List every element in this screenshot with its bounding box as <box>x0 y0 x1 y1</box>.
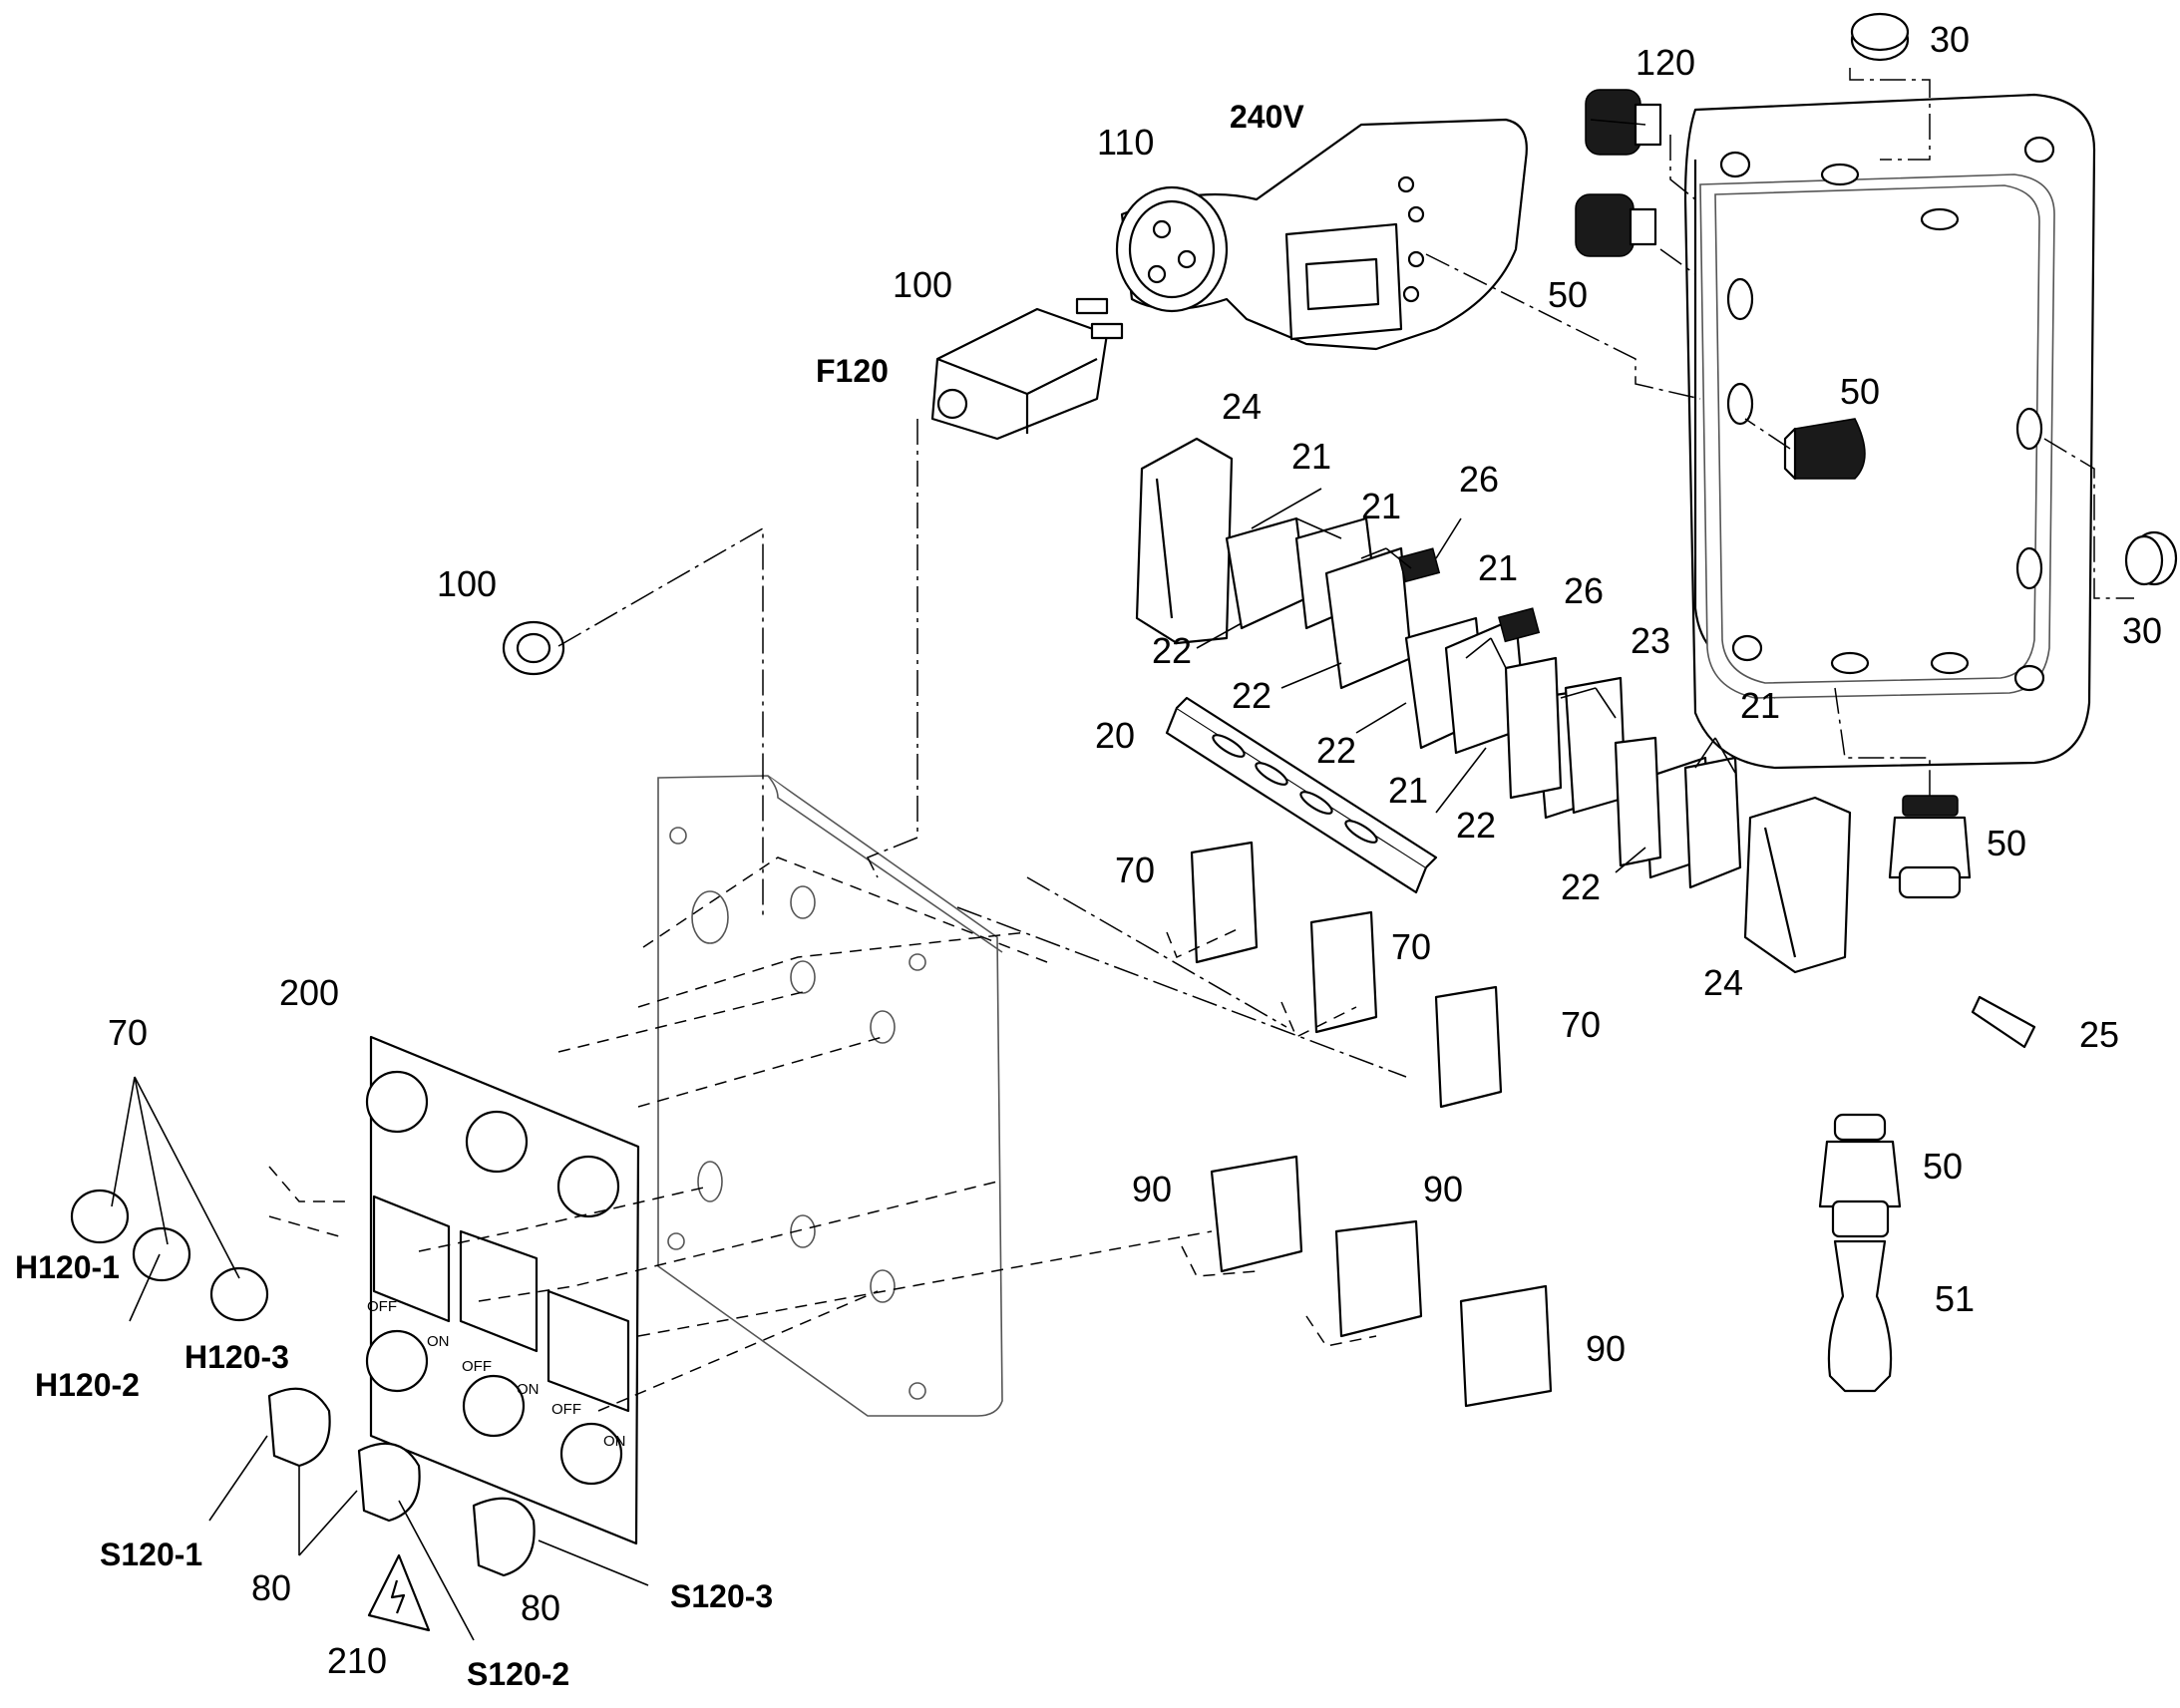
callout-21-b: 21 <box>1361 486 1401 526</box>
callout-21-a: 21 <box>1291 436 1331 477</box>
callout-h120-1: H120-1 <box>15 1249 120 1285</box>
leader-lines <box>111 119 1736 1641</box>
callout-30-right: 30 <box>2122 610 2162 651</box>
callout-110: 110 <box>1097 122 1154 163</box>
selector-knobs <box>267 1387 536 1577</box>
bridge-26 <box>1398 547 1541 643</box>
terminal-end-plate-22 <box>1504 656 1662 867</box>
callout-22-b: 22 <box>1232 675 1272 716</box>
terminal-end-clamp-24-left <box>1135 437 1234 645</box>
callout-h120-2: H120-2 <box>35 1367 140 1403</box>
cable-gland-50-center <box>1783 418 1866 481</box>
callout-22-c: 22 <box>1316 730 1356 771</box>
callout-f120: F120 <box>816 353 889 389</box>
cable-gland-50-bottom <box>1818 1113 1902 1238</box>
switch-off-label-1: OFF <box>367 1298 397 1315</box>
key-25 <box>1971 995 2036 1049</box>
cable-sleeve-51 <box>1827 1239 1893 1393</box>
callout-24-top: 24 <box>1222 386 1262 427</box>
callout-25: 25 <box>2079 1014 2119 1055</box>
terminal-end-clamp-24-right <box>1743 796 1852 974</box>
contact-blocks-70 <box>1190 841 1503 1109</box>
callout-h120-3: H120-3 <box>184 1339 289 1375</box>
callout-s120-1: S120-1 <box>100 1537 202 1572</box>
callout-26-a: 26 <box>1459 459 1499 500</box>
callout-70-a: 70 <box>1115 850 1155 890</box>
callout-100-fuse: 100 <box>893 264 952 305</box>
callout-21-c: 21 <box>1478 547 1518 588</box>
callout-90-c: 90 <box>1586 1328 1626 1369</box>
callout-210: 210 <box>327 1640 387 1681</box>
callout-50-center: 50 <box>1840 371 1880 412</box>
callout-120: 120 <box>1635 42 1695 83</box>
callout-26-b: 26 <box>1564 570 1604 611</box>
fuse-holder <box>930 297 1124 441</box>
callout-30-top: 30 <box>1930 19 1970 60</box>
callout-22-a: 22 <box>1152 630 1192 671</box>
callout-21-d: 21 <box>1388 770 1428 811</box>
callout-23: 23 <box>1631 620 1670 661</box>
callout-51: 51 <box>1935 1278 1975 1319</box>
cable-gland-50-right <box>1888 795 1972 899</box>
callout-100-nut: 100 <box>437 563 497 604</box>
plug-240v <box>1115 118 1528 351</box>
switch-on-label-3: ON <box>603 1433 626 1450</box>
callout-50-bottom: 50 <box>1923 1146 1963 1187</box>
callout-240v: 240V <box>1230 99 1304 135</box>
assembly-lines <box>268 68 2134 1412</box>
enclosure-box <box>1683 93 2096 770</box>
callout-90-a: 90 <box>1132 1169 1172 1209</box>
switch-off-label-2: OFF <box>462 1358 492 1375</box>
callout-22-e: 22 <box>1561 866 1601 907</box>
callout-80-a: 80 <box>251 1567 291 1608</box>
mounting-plate <box>657 775 1003 1417</box>
callout-90-b: 90 <box>1423 1169 1463 1209</box>
contact-blocks-90 <box>1210 1155 1553 1408</box>
callout-80-b: 80 <box>521 1587 560 1628</box>
callout-s120-3: S120-3 <box>670 1578 773 1614</box>
callout-50-top: 50 <box>1548 274 1588 315</box>
callout-22-d: 22 <box>1456 805 1496 846</box>
callout-24-bottom: 24 <box>1703 962 1743 1003</box>
warning-sticker <box>367 1553 431 1632</box>
plug-30-top <box>1850 12 1910 62</box>
callout-70-c: 70 <box>1561 1004 1601 1045</box>
nut <box>502 620 565 676</box>
callout-s120-2: S120-2 <box>467 1656 569 1692</box>
callout-labels: 30 30 120 110 240V 50 50 50 50 51 100 F1… <box>15 19 2162 1692</box>
indicator-lamps <box>70 1189 269 1322</box>
callout-200: 200 <box>279 972 339 1013</box>
callout-20: 20 <box>1095 715 1135 756</box>
callout-70-b: 70 <box>1391 926 1431 967</box>
callout-21-e: 21 <box>1740 685 1780 726</box>
switch-on-label-2: ON <box>517 1381 540 1398</box>
callout-70-d: 70 <box>108 1012 148 1053</box>
din-rail <box>1165 696 1438 894</box>
switch-on-label-1: ON <box>427 1333 450 1350</box>
plug-30-right <box>2124 530 2178 586</box>
callout-50-right: 50 <box>1987 823 2026 863</box>
front-panel: OFF ON OFF ON OFF ON <box>365 1035 640 1545</box>
switch-off-label-3: OFF <box>551 1401 581 1418</box>
cable-gland-50-top <box>1575 193 1657 257</box>
